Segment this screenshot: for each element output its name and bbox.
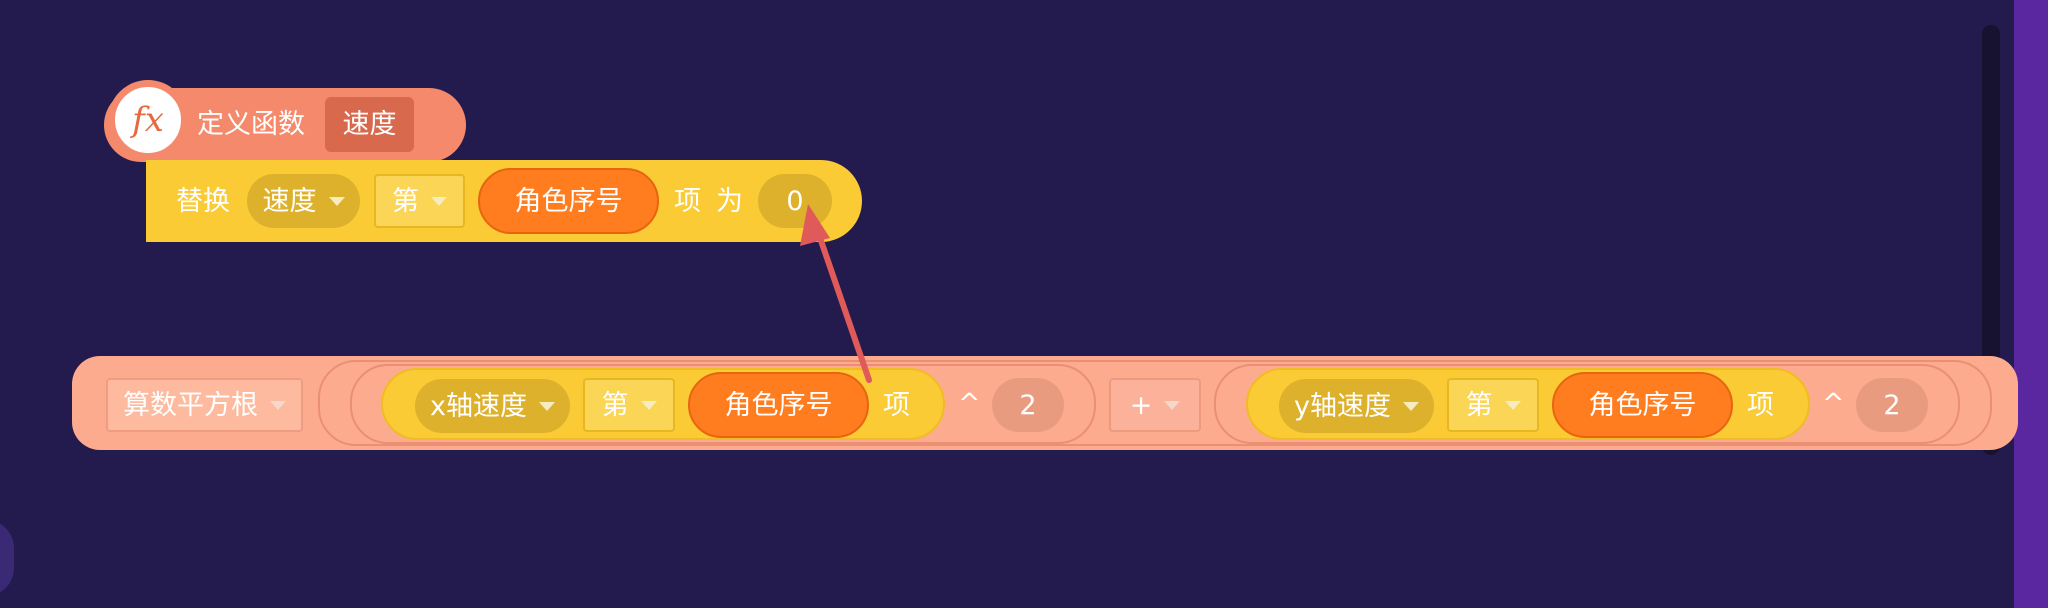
x-index-mode-dropdown[interactable]: 第 xyxy=(583,378,675,432)
y-index-mode-dropdown[interactable]: 第 xyxy=(1447,378,1539,432)
vertical-scrollbar[interactable] xyxy=(1982,25,2000,455)
y-list-dropdown[interactable]: y轴速度 xyxy=(1279,379,1434,433)
power-operator-block-right[interactable] xyxy=(1214,364,1960,444)
to-label: 为 xyxy=(716,186,743,217)
function-param-name[interactable]: 速度 xyxy=(325,97,414,152)
chevron-down-icon xyxy=(1504,400,1521,410)
y-sprite-index-reporter[interactable]: 角色序号 xyxy=(1552,372,1733,438)
x-sprite-index-reporter[interactable]: 角色序号 xyxy=(688,372,869,438)
x-index-mode-label: 第 xyxy=(601,389,629,421)
math-function-dropdown[interactable]: 算数平方根 xyxy=(106,378,303,432)
y-index-mode-label: 第 xyxy=(1465,389,1493,421)
x-item-label: 项 xyxy=(883,390,910,421)
arith-operator-label: + xyxy=(1129,389,1153,421)
chevron-down-icon xyxy=(1164,400,1181,410)
y-list-dropdown-label: y轴速度 xyxy=(1294,390,1391,422)
list-dropdown-label: 速度 xyxy=(262,185,317,217)
chevron-down-icon xyxy=(431,196,447,206)
power-operator-block-left[interactable] xyxy=(350,364,1096,444)
value-input[interactable]: 0 xyxy=(758,174,832,228)
function-icon: fx xyxy=(108,80,188,160)
chevron-down-icon xyxy=(640,400,657,410)
y-power-operator: ^ xyxy=(1822,388,1845,419)
x-power-operator: ^ xyxy=(958,388,981,419)
item-label: 项 xyxy=(674,186,701,217)
math-function-label: 算数平方根 xyxy=(123,389,258,421)
replace-label: 替换 xyxy=(176,186,230,217)
x-list-dropdown-label: x轴速度 xyxy=(430,390,527,422)
x-list-dropdown[interactable]: x轴速度 xyxy=(415,379,570,433)
define-function-label: 定义函数 xyxy=(197,109,305,140)
chevron-down-icon xyxy=(538,401,555,411)
addition-operator-block[interactable] xyxy=(318,360,1992,446)
chevron-down-icon xyxy=(270,400,286,410)
y-item-label: 项 xyxy=(1747,390,1774,421)
sprite-index-reporter[interactable]: 角色序号 xyxy=(478,168,659,234)
chevron-down-icon xyxy=(1402,401,1419,411)
x-exponent-input[interactable]: 2 xyxy=(992,378,1064,432)
side-panel-edge xyxy=(2014,0,2048,608)
list-dropdown[interactable]: 速度 xyxy=(247,174,360,228)
chevron-down-icon xyxy=(328,196,345,206)
index-mode-dropdown[interactable]: 第 xyxy=(374,174,465,228)
collapsed-panel-handle[interactable] xyxy=(0,520,14,596)
y-exponent-input[interactable]: 2 xyxy=(1856,378,1928,432)
arith-operator-dropdown[interactable]: + xyxy=(1109,378,1201,432)
index-mode-label: 第 xyxy=(392,185,419,217)
